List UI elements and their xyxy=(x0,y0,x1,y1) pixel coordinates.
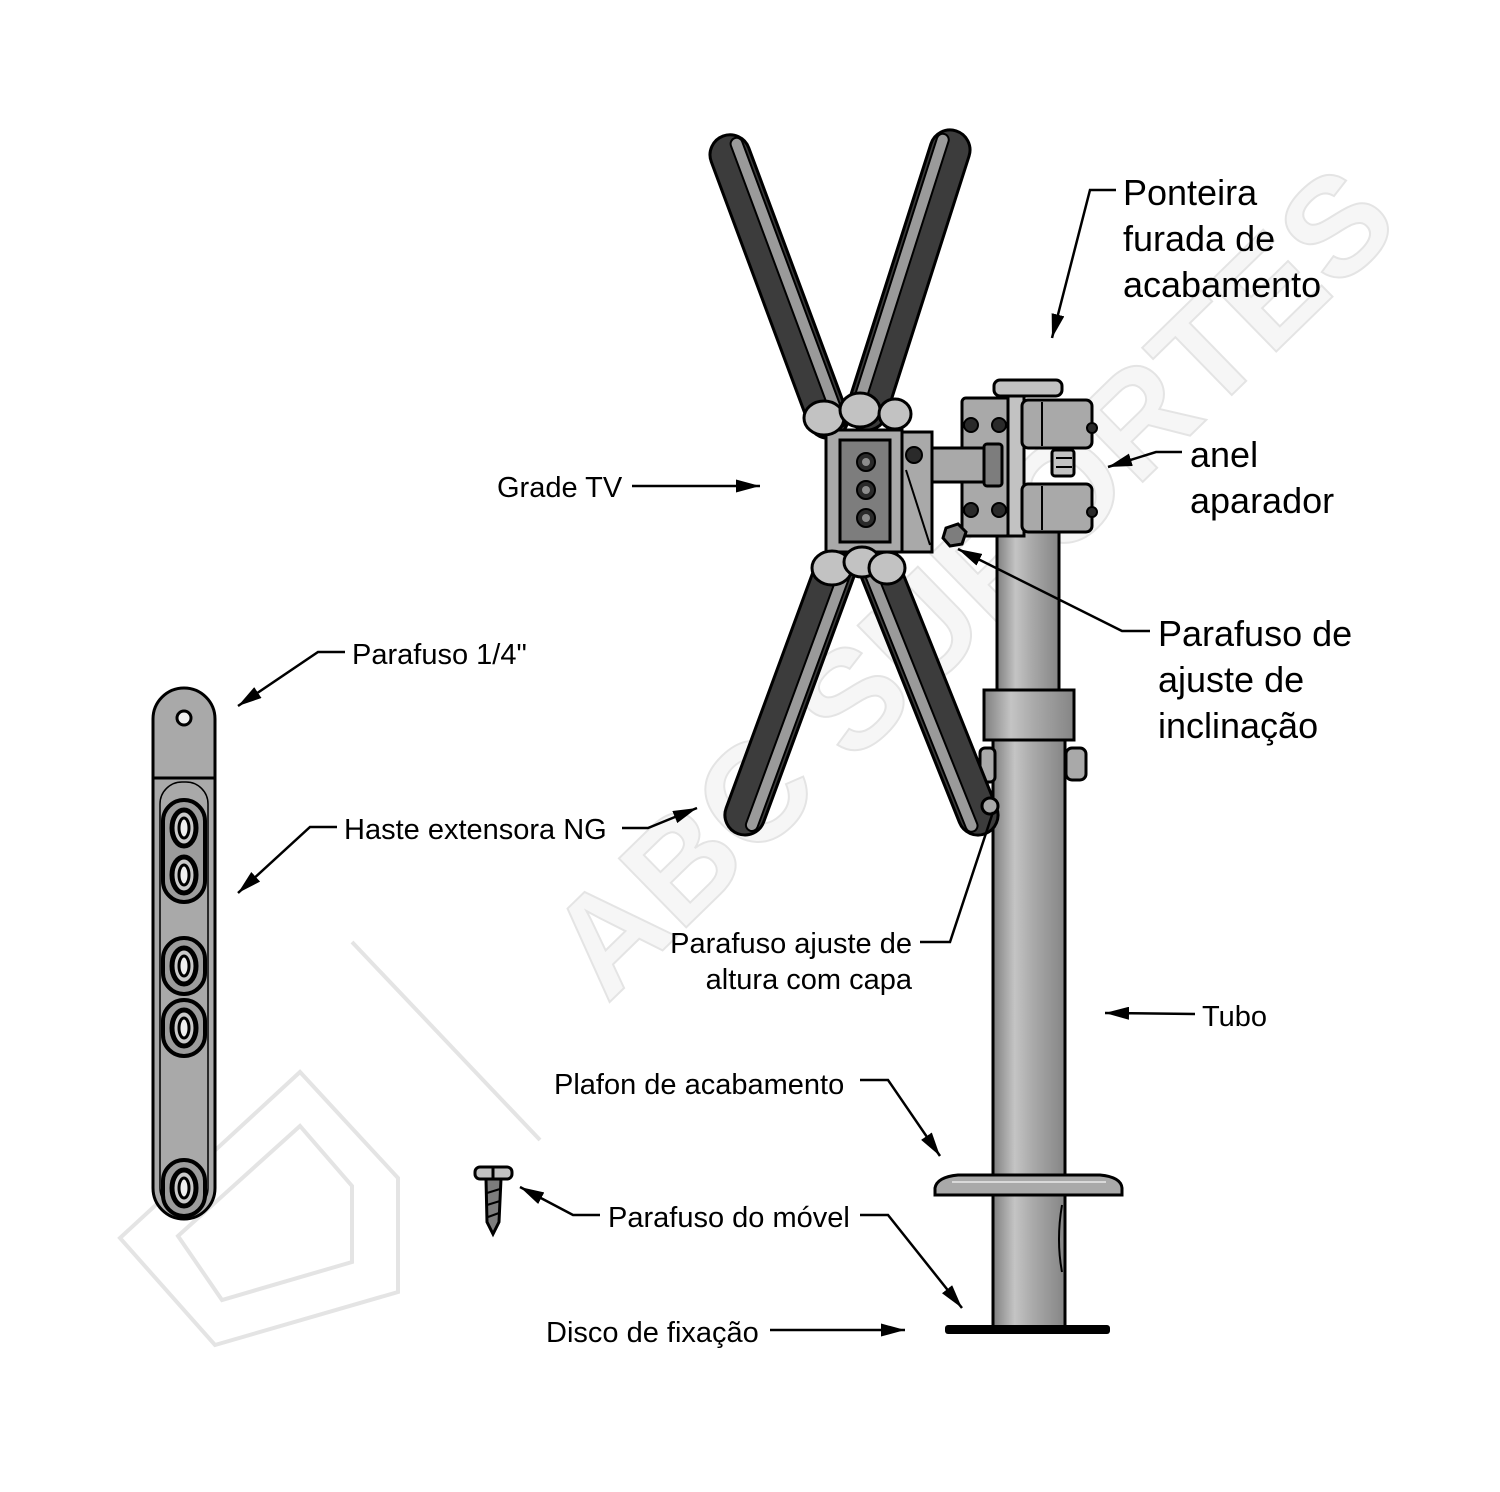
furniture-screw-shank xyxy=(484,1177,503,1238)
label-parafuso-movel: Parafuso do móvel xyxy=(608,1202,850,1234)
label-parafuso-altura-line-2: altura com capa xyxy=(705,964,912,996)
plafon-part xyxy=(933,1173,1124,1197)
tube-assembly xyxy=(933,526,1124,1334)
leader-plafon xyxy=(860,1078,942,1157)
label-haste-extensora: Haste extensora NG xyxy=(344,814,607,846)
bracket-bolt-bottom xyxy=(1086,506,1098,518)
label-tubo: Tubo xyxy=(1202,1001,1268,1033)
arm-upper-right xyxy=(845,128,972,432)
leader-parafuso-inclinacao xyxy=(957,547,1150,633)
watermark-logo-outer xyxy=(117,1069,400,1348)
arm-lower-right-bolt xyxy=(980,796,1000,816)
leader-lines xyxy=(237,188,1196,1337)
furniture-screw-thread-3 xyxy=(487,1212,500,1218)
leader-haste-right xyxy=(622,806,698,830)
label-parafuso-inclinacao: Parafuso de ajuste de inclinação xyxy=(1158,611,1352,749)
leader-parafuso-movel-right xyxy=(860,1213,963,1309)
label-parafuso-inclinacao-line-1: Parafuso de xyxy=(1158,613,1353,654)
arm-upper-left xyxy=(708,133,850,440)
furniture-screw-thread-2 xyxy=(486,1200,501,1206)
grade-tv-plate xyxy=(802,391,913,587)
pivot-top-right xyxy=(877,397,913,431)
bracket-bolt-top xyxy=(1086,422,1098,434)
clamp-bolt-1 xyxy=(963,417,979,433)
pivot-top-left xyxy=(802,399,846,437)
haste-hole-5-core xyxy=(177,1176,191,1200)
pivot-top-center xyxy=(838,391,882,429)
label-anel-line-1: anel xyxy=(1190,434,1259,475)
haste-hole-3-core xyxy=(177,954,191,978)
height-collar xyxy=(982,688,1076,742)
clamp-bolt-2 xyxy=(991,417,1007,433)
clamp-bolt-4 xyxy=(991,502,1007,518)
haste-hole-1-core xyxy=(177,816,191,840)
label-ponteira: Ponteira furada de acabamento xyxy=(1123,170,1321,308)
lower-tube xyxy=(991,734,1067,1332)
label-parafuso-quarto: Parafuso 1/4" xyxy=(352,639,527,671)
haste-extensora xyxy=(151,686,217,1221)
vesa-arms xyxy=(708,128,1000,837)
haste-hole-2-core xyxy=(177,863,191,887)
grade-bolt-1-core xyxy=(862,458,870,466)
label-parafuso-inclinacao-line-2: ajuste de xyxy=(1158,659,1305,700)
watermark-stroke xyxy=(350,940,542,1142)
leader-tubo xyxy=(1104,1006,1196,1020)
height-bolt-right xyxy=(1064,746,1088,782)
swivel-bolt xyxy=(905,446,923,464)
label-ponteira-line-1: Ponteira xyxy=(1123,172,1258,213)
label-grade-tv: Grade TV xyxy=(497,472,623,504)
leader-parafuso-altura xyxy=(920,811,995,944)
leader-parafuso-movel-left xyxy=(519,1185,600,1217)
watermark-logo-inner xyxy=(175,1123,354,1303)
label-parafuso-altura-line-1: Parafuso ajuste de xyxy=(670,928,912,960)
furniture-screw xyxy=(473,1165,514,1238)
leader-ponteira xyxy=(1050,188,1116,339)
tube-seam xyxy=(1058,1204,1063,1273)
haste-hole-4-core xyxy=(177,1016,191,1040)
stop-ring-part xyxy=(1050,448,1076,478)
leader-parafuso-quarto xyxy=(237,650,345,708)
swivel-arm xyxy=(900,430,1004,554)
haste-top-hole xyxy=(175,709,193,727)
finishing-cap xyxy=(992,378,1064,398)
furniture-screw-thread-1 xyxy=(486,1188,501,1194)
tilt-adjust-nut xyxy=(941,522,968,548)
bracket-upper-block xyxy=(1020,398,1094,450)
label-parafuso-altura: Parafuso ajuste de altura com capa xyxy=(600,926,912,998)
label-plafon: Plafon de acabamento xyxy=(554,1069,845,1101)
upper-tube xyxy=(995,526,1061,696)
grade-bolt-2-core xyxy=(862,486,870,494)
bracket-center-plate xyxy=(1006,394,1026,538)
label-parafuso-inclinacao-line-3: inclinação xyxy=(1158,705,1319,746)
grade-bolt-3-core xyxy=(862,514,870,522)
clamp-bolt-3 xyxy=(963,502,979,518)
swivel-plate-edge xyxy=(905,469,931,546)
leader-anel xyxy=(1107,450,1182,469)
label-ponteira-line-2: furada de xyxy=(1123,218,1276,259)
bracket-lower-block xyxy=(1020,482,1094,534)
label-disco-fixacao: Disco de fixação xyxy=(546,1317,759,1349)
label-anel-line-2: aparador xyxy=(1190,480,1335,521)
fixing-disc-part xyxy=(945,1325,1110,1334)
leader-haste-left xyxy=(237,825,337,894)
arm-upper-left-face xyxy=(729,136,847,429)
label-ponteira-line-3: acabamento xyxy=(1123,264,1322,305)
swivel-knuckle xyxy=(982,442,1004,488)
label-anel-aparador: anel aparador xyxy=(1190,432,1334,524)
pivot-bottom-right xyxy=(867,550,907,586)
